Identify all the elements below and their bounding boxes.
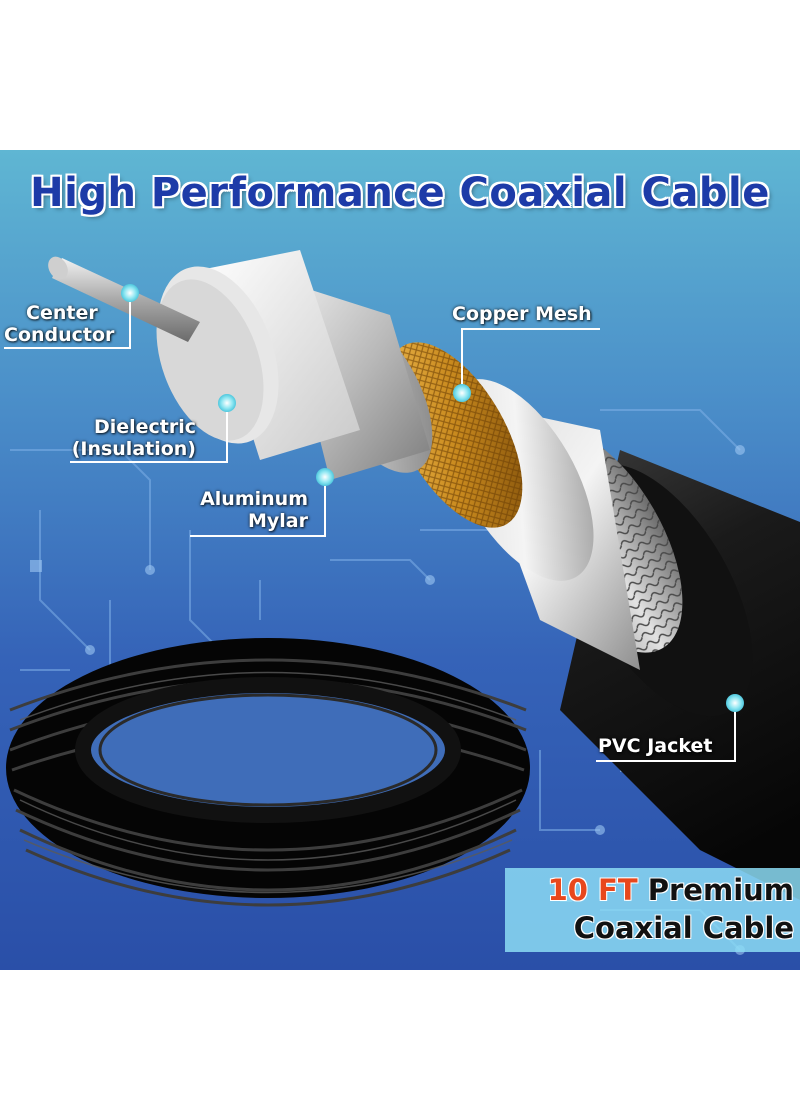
cable-cross-section (48, 250, 800, 900)
label-pvc-jacket: PVC Jacket (598, 735, 713, 757)
label-dielectric-line1: Dielectric (93, 416, 196, 438)
aluminum-mylar-dot (316, 468, 334, 486)
callout-length: 10 FT (547, 873, 638, 907)
label-dots (121, 284, 744, 712)
label-center-conductor-line2: Conductor (4, 324, 115, 346)
callout-line1: 10 FT Premium (548, 872, 794, 908)
coaxial-cable-illustration (4, 250, 800, 955)
copper-mesh-dot (453, 384, 471, 402)
label-center-conductor: Center Conductor (4, 302, 114, 346)
label-aluminum-mylar: Aluminum Mylar (180, 488, 308, 532)
center-conductor-dot (121, 284, 139, 302)
banner-title: High Performance Coaxial Cable (30, 170, 770, 216)
leader-lines (4, 293, 736, 762)
label-center-conductor-line1: Center (26, 302, 98, 324)
length-callout: 10 FT Premium Coaxial Cable (505, 868, 800, 952)
pvc-jacket-dot (726, 694, 744, 712)
label-aluminum-mylar-line1: Aluminum (200, 488, 308, 510)
label-dielectric-line2: (Insulation) (71, 438, 196, 460)
label-dielectric: Dielectric (Insulation) (60, 416, 196, 460)
product-banner: High Performance Coaxial Cable Center Co… (0, 150, 800, 970)
callout-line2: Coaxial Cable (573, 911, 794, 945)
label-aluminum-mylar-line2: Mylar (248, 510, 308, 532)
dielectric-dot (218, 394, 236, 412)
callout-premium: Premium (647, 873, 794, 907)
label-copper-mesh: Copper Mesh (452, 303, 592, 325)
cable-coil (6, 638, 530, 907)
